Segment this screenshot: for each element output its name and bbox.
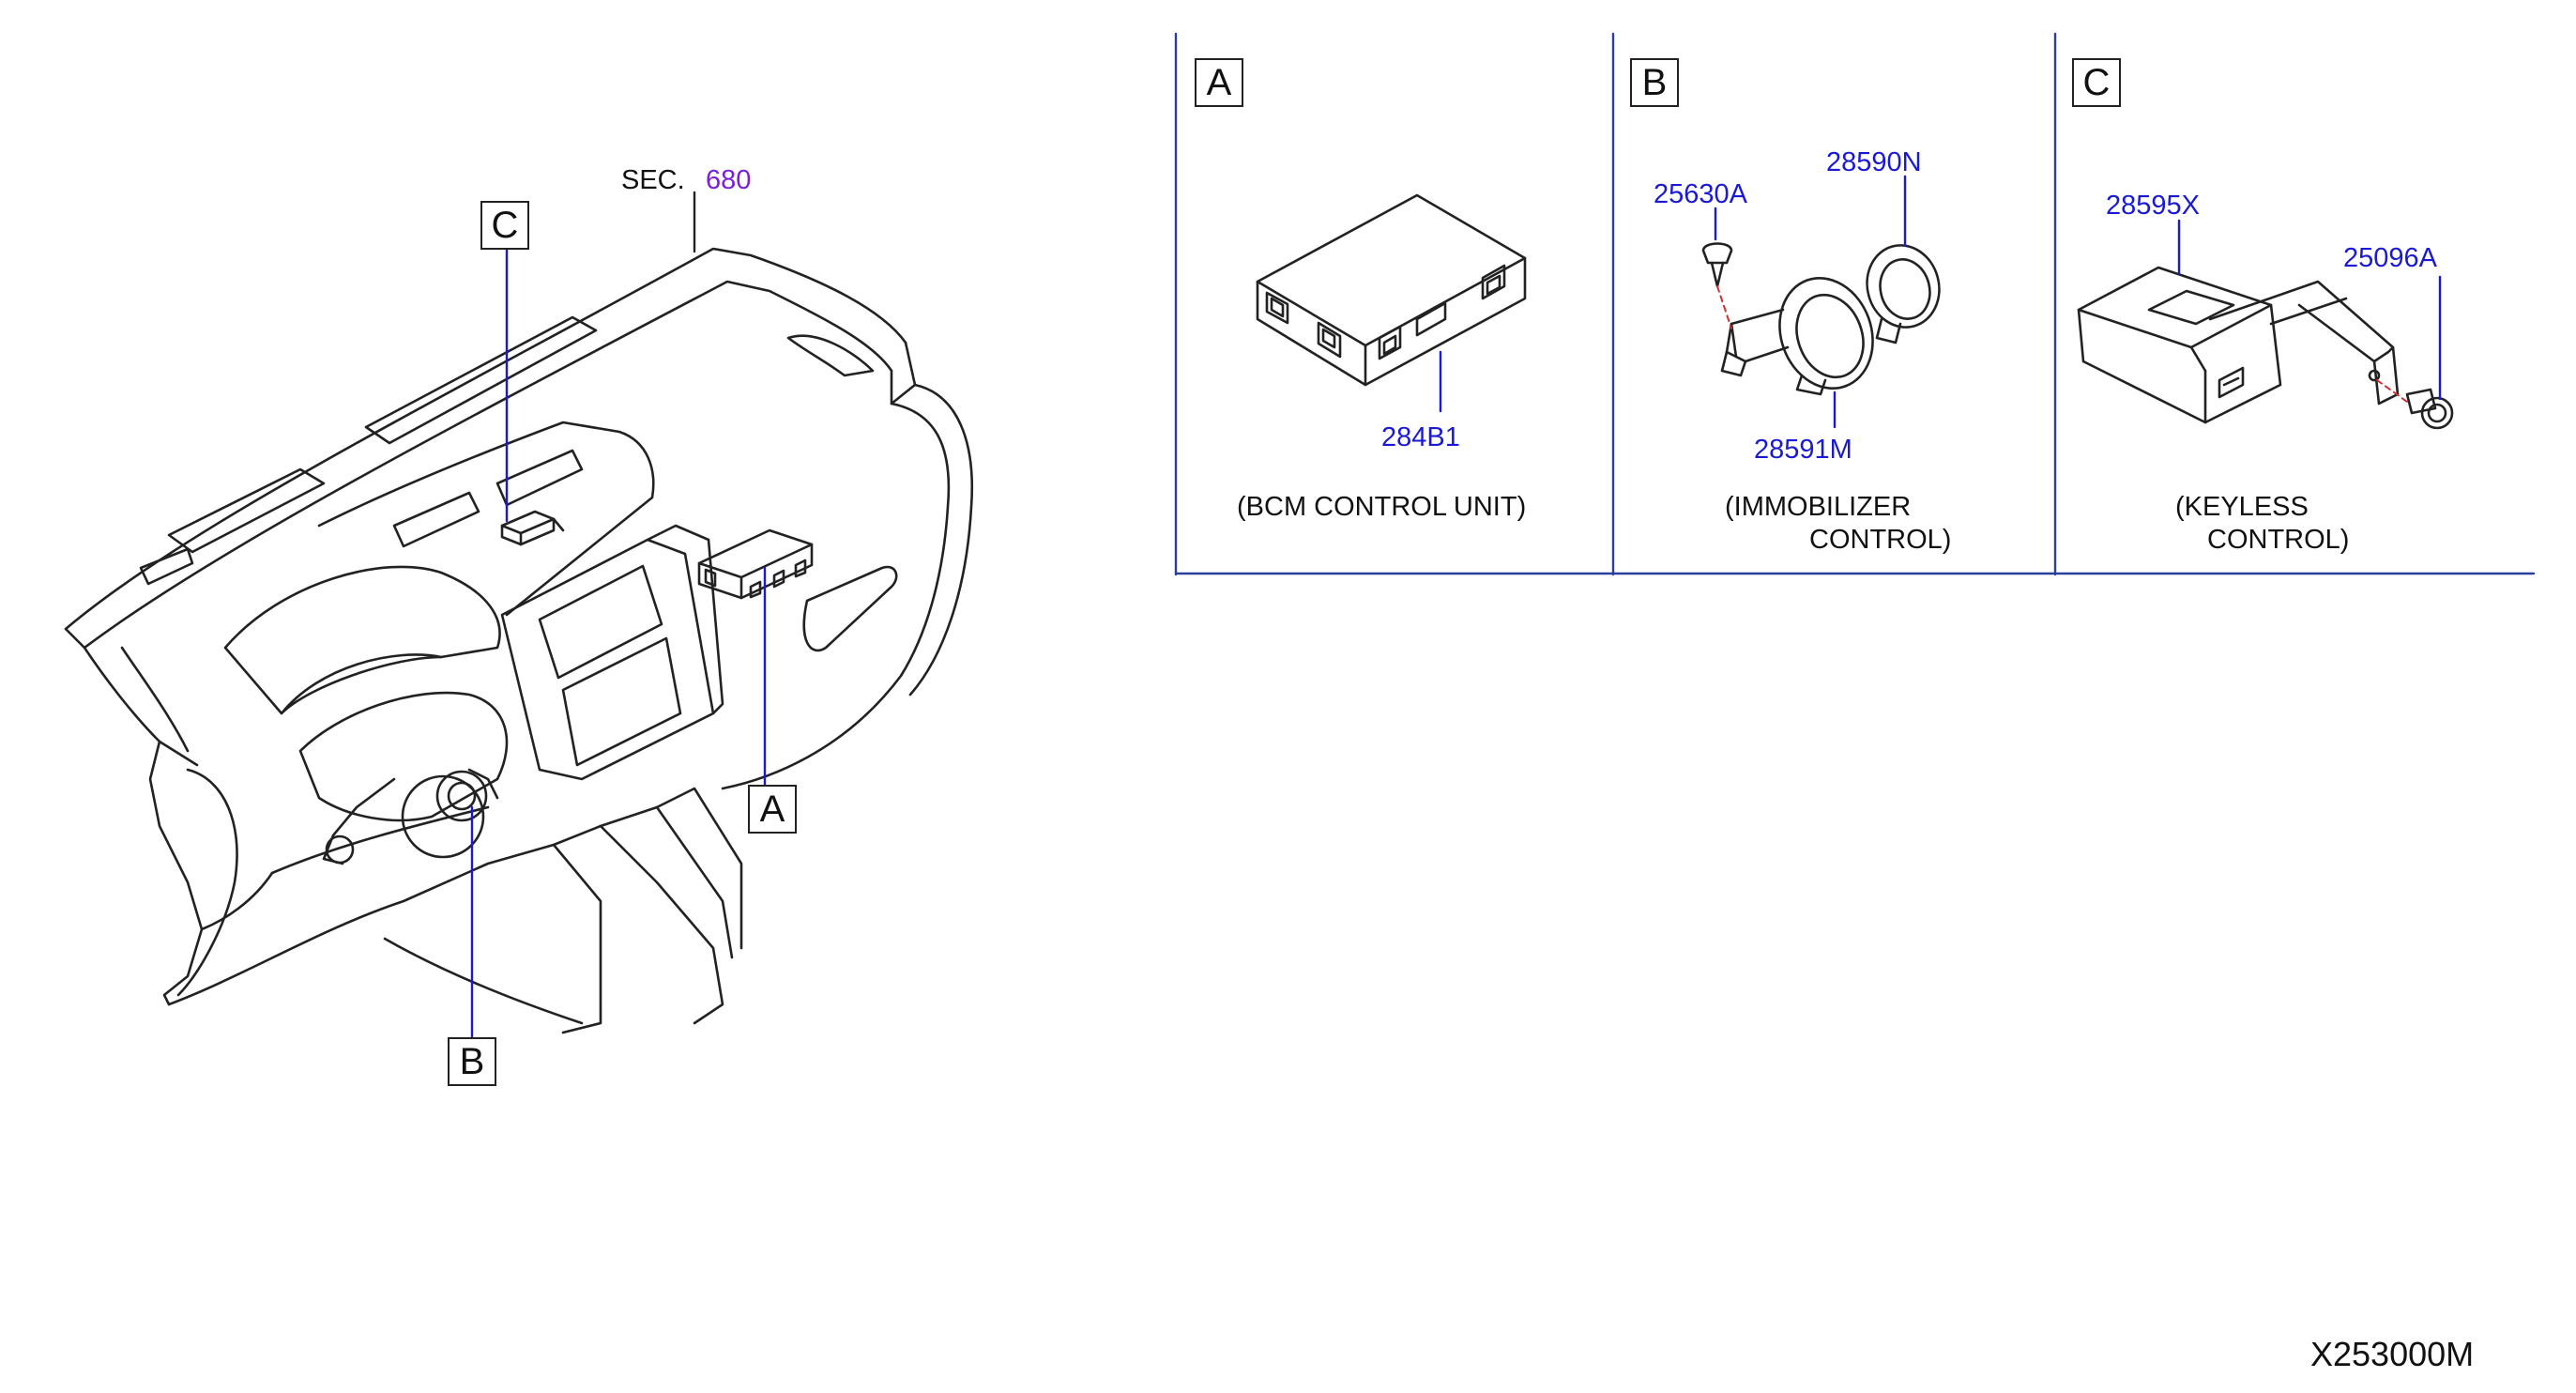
panel-c-caption-line-2: CONTROL) [2207, 525, 2350, 555]
instrument-panel-drawing [64, 247, 973, 1034]
callout-b: B [448, 1037, 496, 1086]
keyless-leaders [2177, 219, 2442, 401]
panel-b-letter: B [1630, 58, 1679, 107]
callout-c-label: C [491, 204, 519, 246]
screw-center-line [1716, 285, 1732, 329]
panel-a-caption: (BCM CONTROL UNIT) [1237, 492, 1527, 522]
callout-b-label: B [459, 1040, 485, 1082]
panel-a-letter-label: A [1206, 61, 1232, 103]
part-number-25630a: 25630A [1654, 179, 1747, 209]
panel-b-caption-line-2: CONTROL) [1809, 525, 1952, 555]
panel-c-letter-label: C [2082, 61, 2111, 103]
sec-prefix: SEC. [621, 165, 685, 195]
part-number-284b1: 284B1 [1381, 422, 1460, 452]
panel-frame [1174, 32, 2536, 576]
panel-b-letter-label: B [1641, 61, 1668, 103]
part-number-28590n: 28590N [1826, 147, 1922, 177]
panel-a-letter: A [1195, 58, 1243, 107]
sec-number: 680 [706, 165, 752, 195]
bcm-unit-drawing [1256, 193, 1527, 387]
bracket-screw-line [2376, 379, 2408, 403]
immobilizer-drawing [1701, 242, 1941, 396]
diagram-code: X253000M [2310, 1335, 2475, 1373]
panel-c-letter: C [2072, 58, 2121, 107]
keyless-unit-drawing [2077, 266, 2454, 430]
callout-c: C [480, 201, 529, 250]
part-number-28591m: 28591M [1754, 435, 1852, 465]
part-number-28595x: 28595X [2106, 191, 2200, 221]
part-number-25096a: 25096A [2343, 243, 2437, 273]
callout-a: A [748, 785, 797, 834]
panel-c-caption-line-1: (KEYLESS [2175, 492, 2309, 522]
immobilizer-leaders [1714, 175, 1907, 429]
overview-leader-lines [470, 248, 767, 1039]
callout-a-label: A [759, 788, 785, 830]
panel-b-caption-line-1: (IMMOBILIZER [1725, 492, 1912, 522]
